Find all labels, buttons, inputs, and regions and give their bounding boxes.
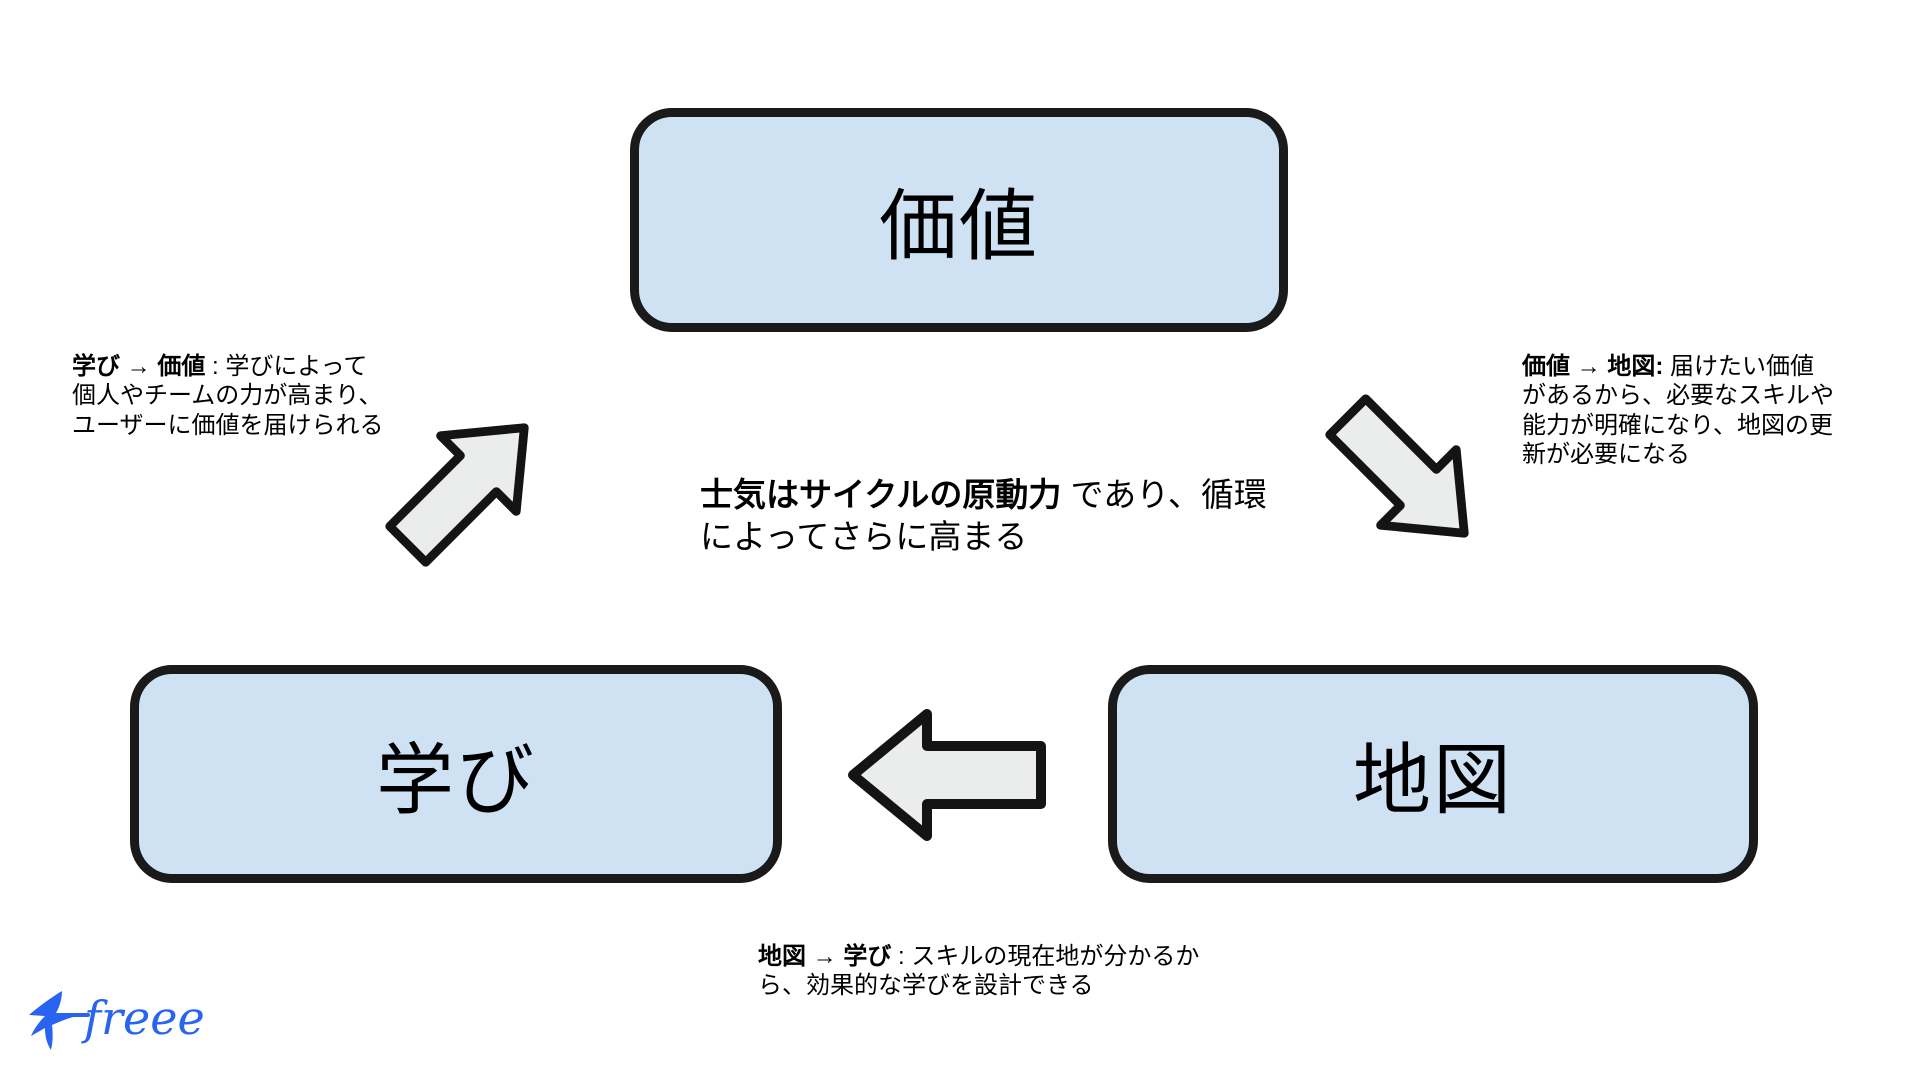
freee-logo: freee: [26, 990, 206, 1054]
node-value-label: 価値: [878, 182, 1039, 270]
node-value: 価値: [630, 108, 1288, 332]
freee-wordmark: freee: [81, 991, 205, 1045]
arrow-map-to-learning-icon: [848, 709, 1046, 841]
arrow-value-to-map-icon: [1325, 394, 1469, 538]
annotation-cycle-center-note: 士気はサイクルの原動力 であり、循環によってさらに高まる: [700, 476, 1267, 555]
annotation-map-to-learning: 地図 → 学び : スキルの現在地が分かるから、効果的な学びを設計できる: [758, 943, 1200, 1000]
node-learning-label: 学び: [375, 736, 536, 824]
node-learning: 学び: [130, 665, 782, 883]
swallow-bird-icon: [29, 991, 90, 1050]
node-map: 地図: [1108, 665, 1758, 883]
annotation-value-to-map: 価値 → 地図: 届けたい価値があるから、必要なスキルや能力が明確になり、地図の…: [1522, 353, 1834, 468]
node-map-label: 地図: [1352, 736, 1513, 824]
arrow-learning-to-value-icon: [385, 423, 529, 567]
annotation-learning-to-value: 学び → 価値 : 学びによって個人やチームの力が高まり、ユーザーに価値を届けら…: [72, 353, 384, 439]
